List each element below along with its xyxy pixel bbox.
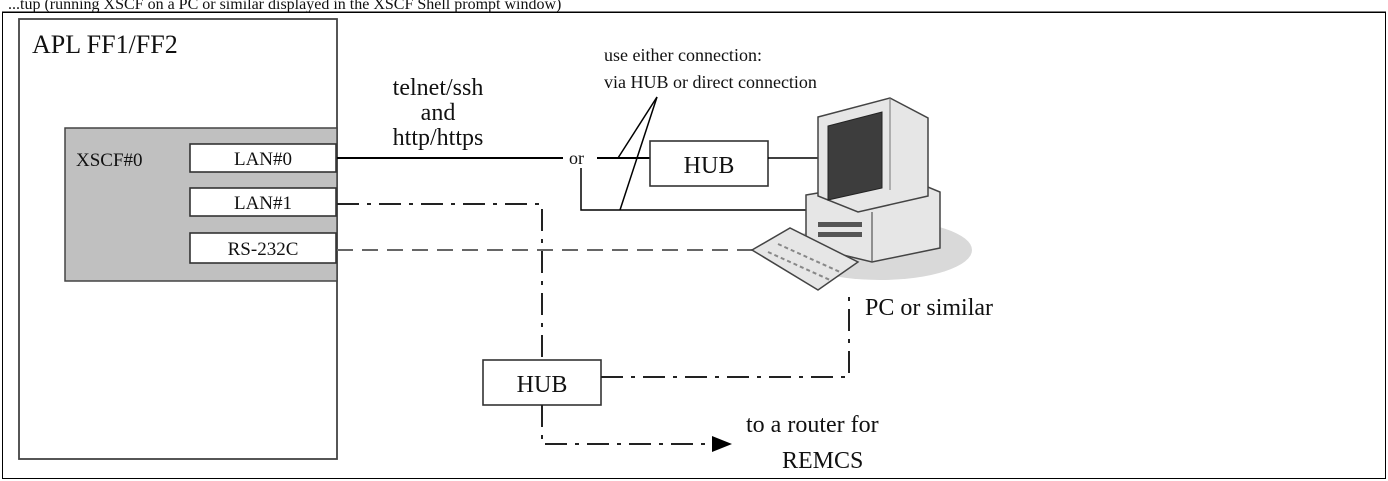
port-lan0-label: LAN#0 — [234, 149, 292, 170]
xscf-label: XSCF#0 — [76, 150, 143, 171]
pc-keyboard-keys-2 — [777, 243, 841, 273]
pc-screen — [827, 111, 883, 201]
port-lan0-box — [189, 143, 337, 173]
hub-to-pc-dashdot — [601, 296, 850, 378]
pc-drive-bay-1 — [818, 222, 862, 227]
protocol-line-3: http/https — [393, 125, 484, 151]
pc-label: PC or similar — [865, 295, 993, 321]
port-lan1-box — [189, 187, 337, 217]
upper-hub-box — [649, 140, 769, 187]
port-rs232c-box — [189, 232, 337, 264]
lan1-line — [337, 203, 543, 360]
router-label-line-1: to a router for — [746, 412, 879, 438]
pc-keyboard-keys-1 — [767, 251, 831, 281]
lower-hub-box — [482, 359, 602, 406]
hub-to-router-line — [541, 405, 714, 445]
port-rs232c-label: RS-232C — [228, 239, 299, 260]
protocol-line-1: telnet/ssh — [393, 75, 484, 101]
protocol-line-2: and — [421, 100, 456, 126]
router-label-line-2: REMCS — [782, 448, 863, 474]
chassis-title: APL FF1/FF2 — [32, 30, 178, 59]
connection-note-line-1: use either connection: — [604, 45, 762, 65]
direct-connection-line — [580, 168, 806, 211]
pc-icon — [750, 97, 972, 291]
upper-hub-label: HUB — [684, 153, 735, 179]
pc-drive-bay-2 — [818, 232, 862, 237]
or-label: or — [569, 148, 584, 168]
router-arrowhead — [712, 436, 732, 452]
lower-hub-label: HUB — [517, 372, 568, 398]
note-pointer-direct — [619, 96, 658, 211]
note-pointer-hub — [617, 96, 658, 159]
port-lan1-label: LAN#1 — [234, 193, 292, 214]
header-text: ...tup (running XSCF on a PC or similar … — [8, 0, 561, 13]
connection-note-line-2: via HUB or direct connection — [604, 72, 817, 92]
